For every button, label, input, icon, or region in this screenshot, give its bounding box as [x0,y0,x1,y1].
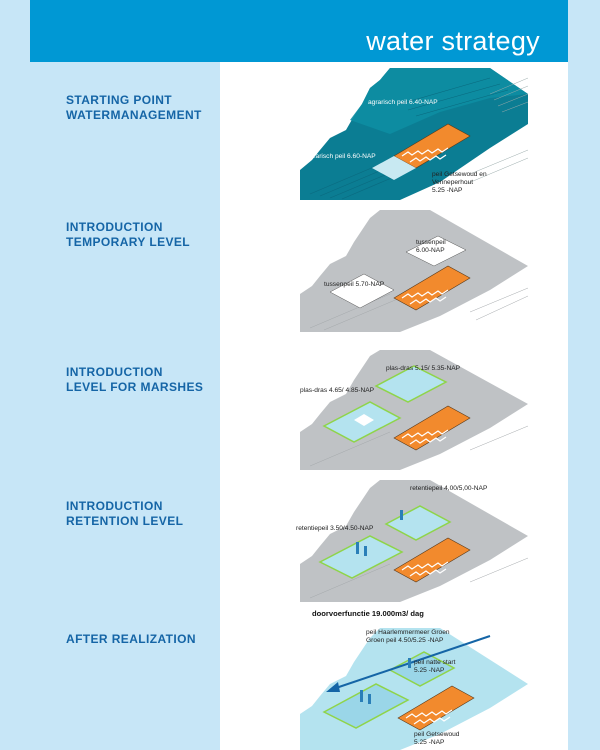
step-2-line2: TEMPORARY LEVEL [66,235,191,249]
retention-lower [318,535,404,579]
diagram-1-svg: agrarisch peil 6.40-NAP agrarisch peil 6… [300,68,529,200]
marsh-island [354,414,374,426]
district-streets-2 [401,289,449,305]
label-plas-dras-465: plas-dras 4.65/ 4.85-NAP [300,387,375,394]
step-4-line2: RETENTION LEVEL [66,514,184,528]
temporary-basin-upper [405,235,467,267]
step-3-line2: LEVEL FOR MARSHES [66,380,204,394]
diagram-5-svg: doorvoerfunctie 19.000m3/ dag peil Haarl… [300,609,528,750]
label-agrarisch-640: agrarisch peil 6.40-NAP [368,99,438,106]
diagram-marshes: plas-dras 5.15/ 5.35-NAP plas-dras 4.65/… [290,346,530,474]
orange-district-4 [393,537,471,583]
right-sidebar-band [568,0,600,750]
label-tussenpeil-600-1: tussenpeil [416,239,446,246]
label-natte-start-1: peil natte start [414,659,456,666]
diagram-temporary-level: tussenpeil 6.00-NAP tussenpeil 5.70-NAP [290,206,530,336]
district-streets [401,147,449,163]
label-haarlemmermeer-2: Groen peil 4.50/5.25 -NAP [366,637,444,644]
field-lines-3 [309,425,529,467]
step-4-line1: INTRODUCTION [66,499,163,513]
left-sidebar-band [0,0,220,750]
label-natte-start-2: 5.25 -NAP [414,667,445,674]
step-5-line1: AFTER REALIZATION [66,632,196,646]
label-retentiepeil-400: retentiepeil 4,00/5,00-NAP [410,485,488,492]
flow-arrow-head [326,682,340,692]
page-title: water strategy [366,26,540,56]
step-1-line2: WATERMANAGEMENT [66,108,202,122]
diagram-3-svg: plas-dras 5.15/ 5.35-NAP plas-dras 4.65/… [300,350,529,470]
light-water-strip [372,156,416,180]
orange-district-5 [397,685,475,731]
step-3-line1: INTRODUCTION [66,365,163,379]
orange-district-2 [393,265,471,311]
field-lines-4 [309,557,529,599]
diagram-after-realization: doorvoerfunctie 19.000m3/ dag peil Haarl… [290,606,530,750]
step-1-line1: STARTING POINT [66,93,173,107]
level-markers-5 [360,658,411,704]
district-streets-5 [405,709,453,725]
step-2-label: INTRODUCTION TEMPORARY LEVEL [66,220,190,250]
marsh-upper [374,365,448,403]
label-tussenpeil-570: tussenpeil 5.70-NAP [324,281,385,288]
district-streets-3 [401,429,449,445]
label-getsewoud-2: Venneperhout [432,179,473,186]
step-2-line1: INTRODUCTION [66,220,163,234]
label-getsewoud-after-2: 5.25 -NAP [414,739,445,746]
header-bar: water strategy [30,0,568,62]
step-1-label: STARTING POINT WATERMANAGEMENT [66,93,202,123]
district-streets-4 [401,561,449,577]
level-markers [356,510,403,556]
after-basin-lower [322,683,410,729]
step-4-label: INTRODUCTION RETENTION LEVEL [66,499,183,529]
right-hatching [465,77,529,185]
diagram-starting-point: agrarisch peil 6.40-NAP agrarisch peil 6… [290,64,530,200]
after-basin-upper [388,651,456,687]
label-doorvoerfunctie: doorvoerfunctie 19.000m3/ dag [312,609,424,618]
label-tussenpeil-600-2: 6.00-NAP [416,247,445,254]
label-plas-dras-515: plas-dras 5.15/ 5.35-NAP [386,365,461,372]
label-haarlemmermeer-1: peil Haarlemmermeer Groen [366,629,450,636]
temporary-basin-lower [329,273,395,309]
label-getsewoud-after-1: peil Getsewoud [414,731,460,738]
diagram-2-svg: tussenpeil 6.00-NAP tussenpeil 5.70-NAP [300,210,529,332]
orange-district-3 [393,405,471,451]
label-getsewoud-1: peil Getsewoud en [432,171,487,178]
retention-upper [384,505,452,541]
diagram-retention: retentiepeil 4,00/5,00-NAP retentiepeil … [290,476,530,606]
gray-land-4 [300,480,528,602]
label-retentiepeil-350: retentiepeil 3.50/4.50-NAP [296,525,374,532]
step-3-label: INTRODUCTION LEVEL FOR MARSHES [66,365,203,395]
diagram-4-svg: retentiepeil 4,00/5,00-NAP retentiepeil … [296,480,529,602]
field-lines-2 [309,287,529,331]
gray-land [300,210,528,332]
label-agrarisch-660: agrarisch peil 6.60-NAP [306,153,376,160]
step-5-label: AFTER REALIZATION [66,632,196,647]
label-getsewoud-3: 5.25 -NAP [432,187,463,194]
